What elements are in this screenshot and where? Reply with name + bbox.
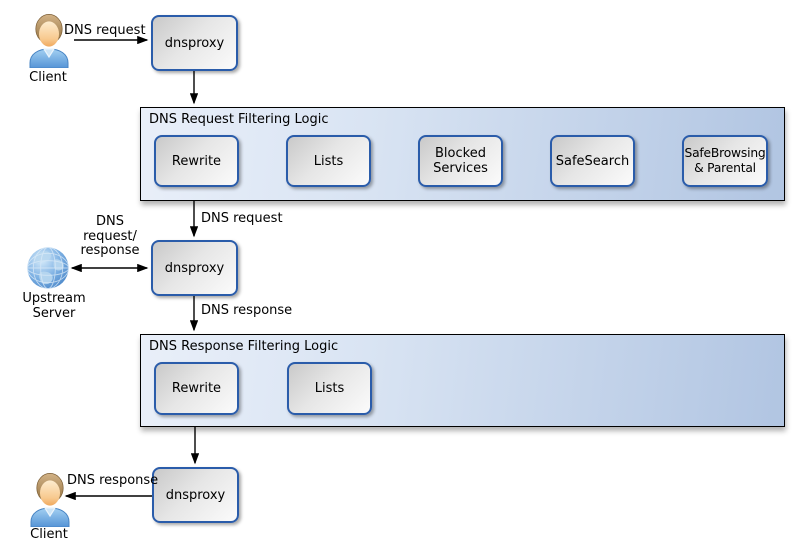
person-icon [27,472,73,527]
step-rewrite-request: Rewrite [154,135,239,187]
step-label: SafeBrowsing & Parental [684,146,766,175]
person-icon [26,13,72,68]
dnsproxy-node-bottom: dnsproxy [152,467,239,523]
request-filtering-container: DNS Request Filtering Logic Rewrite List… [140,107,785,201]
edge-label-upstream-exchange: DNS request/ response [80,214,140,258]
response-filtering-container: DNS Response Filtering Logic Rewrite Lis… [140,334,785,427]
dnsproxy-node-middle: dnsproxy [151,240,238,296]
dnsproxy-node-top: dnsproxy [151,15,238,71]
request-filtering-title: DNS Request Filtering Logic [149,112,329,127]
client-bottom-label: Client [30,527,68,542]
step-lists-request: Lists [286,135,371,187]
globe-icon [26,246,70,290]
edge-label-client-request: DNS request [64,23,146,38]
edge-label-client-response: DNS response [67,473,159,488]
client-top-label: Client [29,70,67,85]
dnsproxy-top-label: dnsproxy [164,35,225,51]
dnsproxy-middle-label: dnsproxy [164,260,225,276]
step-blocked-services: Blocked Services [418,135,503,187]
step-safesearch: SafeSearch [550,135,635,187]
step-safebrowsing-parental: SafeBrowsing & Parental [682,135,768,187]
step-label: Rewrite [171,153,222,169]
step-label: Blocked Services [433,146,488,176]
step-label: Rewrite [171,381,222,396]
step-label: SafeSearch [555,153,630,169]
upstream-server-label: Upstream Server [22,291,86,321]
step-rewrite-response: Rewrite [154,362,239,415]
response-filtering-title: DNS Response Filtering Logic [149,339,339,354]
dnsproxy-bottom-label: dnsproxy [165,487,226,503]
step-lists-response: Lists [287,362,372,415]
step-label: Lists [313,153,344,169]
edge-label-filtered-request: DNS request [201,211,283,226]
edge-label-proxy-response: DNS response [201,303,293,318]
step-label: Lists [314,381,345,396]
